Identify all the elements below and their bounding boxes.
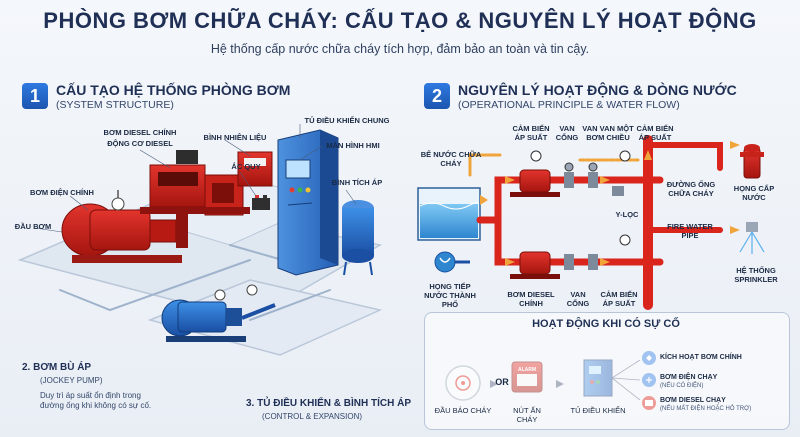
label-pressure-sensor-2: CẢM BIẾN ÁP SUẤT xyxy=(636,124,674,142)
label-control-panel: TỦ ĐIỀU KHIỂN CHUNG xyxy=(304,116,390,125)
valves-gauges xyxy=(530,150,631,270)
city-water-inlet xyxy=(434,251,470,273)
incident-panel xyxy=(424,312,790,430)
flow-arrows xyxy=(480,141,740,266)
label-pressure-sensor-3: CẢM BIẾN ÁP SUẤT xyxy=(600,290,638,308)
fuel-tank xyxy=(237,151,273,187)
section2-title: NGUYÊN LÝ HOẠT ĐỘNG & DÒNG NƯỚC xyxy=(458,82,737,98)
label-city-water: HỌNG TIẾP NƯỚC THÀNH PHỐ xyxy=(424,282,476,309)
action-electric-pump-run-note: (NẾU CÓ ĐIỆN) xyxy=(660,383,704,389)
label-alarm-button: NÚT ẤN CHÁY xyxy=(513,406,541,424)
leader-lines-s1 xyxy=(34,124,357,233)
label-fuel-tank: BÌNH NHIÊN LIỆU xyxy=(203,133,267,142)
label-diesel-main-pump: BƠM DIESEL CHÍNH xyxy=(103,128,177,137)
pressure-tank xyxy=(342,200,374,276)
label-battery: ẮC QUY xyxy=(231,162,261,171)
label-smoke-detector: ĐẦU BÁO CHÁY xyxy=(434,406,492,415)
page-subtitle: Hệ thống cấp nước chữa cháy tích hợp, đả… xyxy=(210,42,590,56)
battery xyxy=(252,195,270,210)
control-panel xyxy=(277,129,339,276)
section1-number: 1 xyxy=(22,83,48,109)
action-activate-main-pump-text: KÍCH HOẠT BƠM CHÍNH xyxy=(660,354,742,361)
incident-title: HOẠT ĐỘNG KHI CÓ SỰ CỐ xyxy=(532,318,680,330)
section2-number: 2 xyxy=(424,83,450,109)
label-pipe-line: ĐƯỜNG ỐNG CHỮA CHÁY xyxy=(666,180,716,198)
section2-pump-top xyxy=(510,169,560,197)
label-gate-valve-1: VAN CỔNG xyxy=(555,124,579,142)
item2-title: 2. BƠM BÙ ÁP xyxy=(22,362,92,373)
section1-title: CẤU TẠO HỆ THỐNG PHÒNG BƠM xyxy=(56,82,291,98)
label-or: OR xyxy=(495,377,509,387)
action-electric-pump-run-text: BƠM ĐIỆN CHẠY xyxy=(660,374,718,381)
action-diesel-pump-run-note: (NẾU MẤT ĐIỆN HOẶC HỎ TRỢ) xyxy=(660,406,752,412)
diesel-pump-engine xyxy=(140,150,250,216)
label-check-valve: VAN VAN MỘT BƠM CHIỀU xyxy=(582,124,634,142)
fire-water-tank xyxy=(417,187,481,241)
page-title: PHÒNG BƠM CHỮA CHÁY: CẤU TẠO & NGUYÊN LÝ… xyxy=(43,8,757,33)
label-pump-head: ĐẦU BƠM xyxy=(14,222,52,231)
action-diesel-pump-run-text: BƠM DIESEL CHẠY xyxy=(660,397,726,404)
action-electric-pump-run: BƠM ĐIỆN CHẠY (NẾU CÓ ĐIỆN) xyxy=(660,374,780,390)
sprinkler xyxy=(739,222,765,254)
label-gate-valve-2: VAN CỔNG xyxy=(566,290,590,308)
label-sprinkler: HỆ THỐNG SPRINKLER xyxy=(734,266,778,284)
item3-subtitle: (CONTROL & EXPANSION) xyxy=(262,412,363,421)
hydrant xyxy=(740,144,764,179)
label-hydrant: HỌNG CẤP NƯỚC xyxy=(733,184,775,202)
label-hmi: MÀN HÌNH HMI xyxy=(326,141,380,150)
label-y-filter: Y-LỌC xyxy=(615,210,639,219)
item2-note: Duy trì áp suất ổn định trong đường ống … xyxy=(40,391,152,410)
section1-subtitle: (SYSTEM STRUCTURE) xyxy=(56,99,174,111)
label-fire-water-pipe: FIRE WATER PIPE xyxy=(667,222,713,240)
action-diesel-pump-run: BƠM DIESEL CHẠY (NẾU MẤT ĐIỆN HOẶC HỎ TR… xyxy=(660,397,784,413)
label-pressure-sensor-1: CẢM BIẾN ÁP SUẤT xyxy=(512,124,550,142)
label-section2-diesel-pump: BƠM DIESEL CHÍNH xyxy=(507,290,555,308)
alarm-button-sign: ALARM xyxy=(517,367,537,373)
label-control-panel-small: TỦ ĐIỀU KHIỂN xyxy=(570,406,626,415)
section2-pump-bottom xyxy=(510,251,560,279)
label-fire-water-tank: BỂ NƯỚC CHỮA CHÁY xyxy=(420,150,482,168)
label-diesel-engine: ĐỘNG CƠ DIESEL xyxy=(107,139,173,148)
jockey-pump xyxy=(161,284,276,342)
item3-title: 3. TỦ ĐIỀU KHIỂN & BÌNH TÍCH ÁP xyxy=(246,398,412,409)
label-electric-main-pump: BƠM ĐIỆN CHÍNH xyxy=(30,188,94,197)
electric-main-pump xyxy=(61,190,188,263)
label-pressure-tank: BÌNH TÍCH ÁP xyxy=(331,178,383,187)
action-activate-main-pump: KÍCH HOẠT BƠM CHÍNH xyxy=(660,354,780,362)
item2-subtitle: (JOCKEY PUMP) xyxy=(40,376,103,385)
section2-subtitle: (OPERATIONAL PRINCIPLE & WATER FLOW) xyxy=(458,99,680,111)
